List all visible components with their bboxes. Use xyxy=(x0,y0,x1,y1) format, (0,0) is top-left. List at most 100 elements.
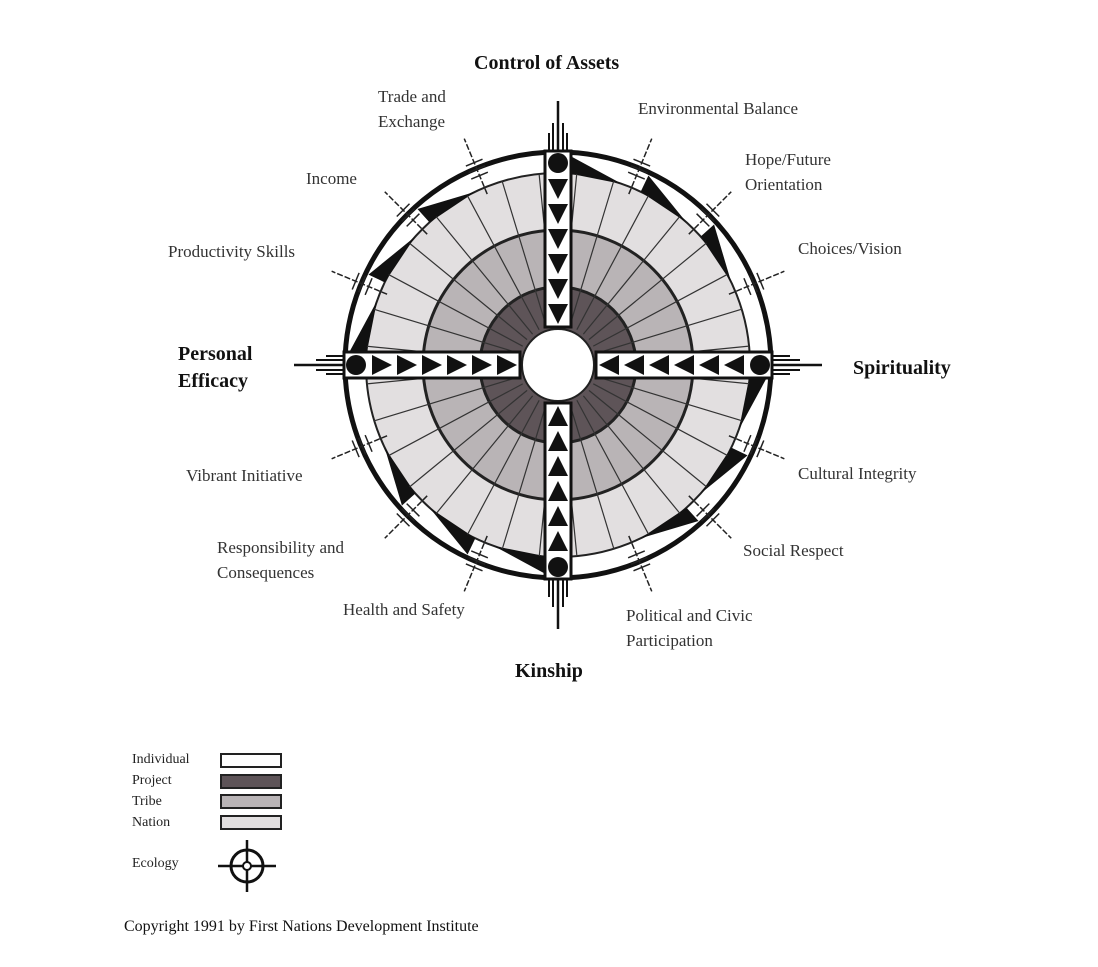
label-political-1: Political and Civic xyxy=(626,606,753,625)
element-spoke xyxy=(628,535,653,592)
legend-label-project: Project xyxy=(132,773,172,788)
label-hope-2: Orientation xyxy=(745,175,823,194)
spoke-tick xyxy=(465,158,483,167)
label-trade-1: Trade and xyxy=(378,87,446,106)
legend-swatch-tribe xyxy=(220,794,282,809)
label-environment: Environmental Balance xyxy=(638,99,799,118)
element-spoke xyxy=(384,495,428,539)
ring-divider xyxy=(588,389,707,488)
ring-divider xyxy=(409,242,528,341)
ring-divider xyxy=(466,195,540,331)
arrow-triangle xyxy=(422,355,442,375)
sawtooth-triangle xyxy=(368,236,416,283)
arrow-triangle xyxy=(548,531,568,551)
sawtooth-triangle xyxy=(493,545,548,575)
spoke-tick xyxy=(627,171,646,180)
legend-label-nation: Nation xyxy=(132,815,171,830)
ecology-crosshair-icon xyxy=(218,840,276,892)
ring-divider xyxy=(374,308,520,354)
arrow-triangle xyxy=(548,204,568,224)
spoke-tick xyxy=(406,213,420,227)
spoke-tick xyxy=(396,203,411,218)
sawtooth-triangle xyxy=(568,155,623,185)
arrow-triangle xyxy=(548,481,568,501)
label-hope-1: Hope/Future xyxy=(745,150,831,169)
ring-divider xyxy=(501,181,547,327)
element-spoke xyxy=(628,138,653,195)
arrow-triangle xyxy=(397,355,417,375)
arrow-triangle xyxy=(674,355,694,375)
spoke-tick xyxy=(743,434,752,453)
arm-dot xyxy=(548,557,568,577)
arrow-triangle xyxy=(548,506,568,526)
spoke-tick xyxy=(351,272,360,290)
spoke-tick xyxy=(701,508,715,522)
ring-divider xyxy=(582,395,681,514)
label-social: Social Respect xyxy=(743,541,844,560)
arm-dot xyxy=(750,355,770,375)
sawtooth-triangle xyxy=(738,375,768,430)
ring-divider xyxy=(569,403,615,549)
spoke-tick xyxy=(406,503,420,517)
ring-divider xyxy=(388,274,523,347)
spoke-tick xyxy=(633,158,651,167)
sawtooth-triangle xyxy=(640,507,699,539)
spoke-tick xyxy=(351,440,360,458)
ring-divider xyxy=(435,395,534,514)
arrow-triangle xyxy=(548,179,568,199)
label-cultural: Cultural Integrity xyxy=(798,464,917,483)
spoke-tick xyxy=(756,272,765,290)
spoke-tick xyxy=(470,550,489,559)
spoke-tick xyxy=(633,563,651,572)
ring-divider xyxy=(576,195,649,330)
sawtooth-triangle xyxy=(384,447,416,506)
spoke-tick xyxy=(358,275,367,293)
arrow-triangle xyxy=(649,355,669,375)
spoke-tick xyxy=(401,508,415,522)
copyright-text: Copyright 1991 by First Nations Developm… xyxy=(124,918,479,935)
arrow-triangle xyxy=(548,406,568,426)
sawtooth-triangle xyxy=(417,191,476,223)
spoke-tick xyxy=(630,556,648,565)
legend-label-individual: Individual xyxy=(132,752,190,767)
ring-divider xyxy=(467,400,540,535)
element-spoke xyxy=(728,435,785,460)
legend-swatch-nation xyxy=(220,815,282,830)
spoke-tick xyxy=(468,165,486,174)
element-spoke xyxy=(331,435,388,460)
element-spoke xyxy=(463,535,488,592)
arrow-triangle xyxy=(548,229,568,249)
spoke-tick xyxy=(749,437,758,455)
ring-divider xyxy=(592,273,728,347)
axis-label-right: Spirituality xyxy=(853,357,951,379)
element-spoke xyxy=(331,270,388,295)
legend-swatch-individual xyxy=(220,753,282,768)
label-responsibility-2: Consequences xyxy=(217,563,315,582)
ring-divider xyxy=(569,181,615,327)
element-spoke xyxy=(688,191,732,235)
arrow-triangle xyxy=(497,355,517,375)
individual-center xyxy=(521,328,595,402)
label-health: Health and Safety xyxy=(343,600,465,619)
label-responsibility-1: Responsibility and xyxy=(217,538,345,557)
element-spoke xyxy=(384,191,428,235)
arrow-triangle xyxy=(699,355,719,375)
spoke-tick xyxy=(364,434,373,453)
arm-dot xyxy=(548,153,568,173)
arrow-triangle xyxy=(724,355,744,375)
element-spoke xyxy=(728,270,785,295)
arrow-triangle xyxy=(548,279,568,299)
sawtooth-triangle xyxy=(700,224,732,283)
ring-divider xyxy=(409,389,528,488)
spoke-tick xyxy=(364,277,373,296)
spoke-tick xyxy=(627,550,646,559)
arrow-triangle xyxy=(372,355,392,375)
spoke-tick xyxy=(749,275,758,293)
spoke-tick xyxy=(396,512,411,527)
arrow-triangle xyxy=(548,431,568,451)
spoke-tick xyxy=(401,208,415,222)
arm-dot xyxy=(346,355,366,375)
element-spoke xyxy=(463,138,488,195)
sawtooth-triangle xyxy=(640,175,687,223)
